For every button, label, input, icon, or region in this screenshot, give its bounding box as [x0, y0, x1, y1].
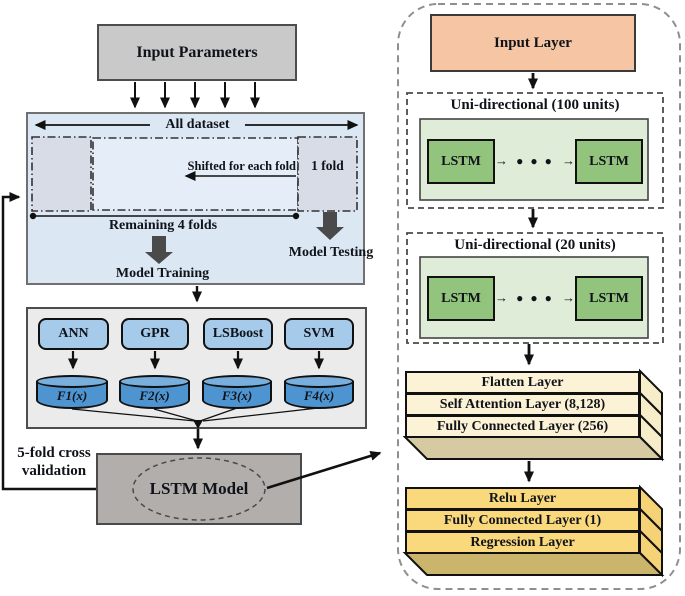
lstm-cell: LSTM: [427, 139, 495, 184]
function-cylinder-f1: F1(x): [36, 375, 108, 409]
input-arrows: [130, 82, 260, 109]
cylinder-top: [36, 375, 108, 388]
model-chip-svm: SVM: [284, 318, 354, 350]
chain-arrow-icon: →: [495, 153, 508, 168]
layer-bar-regression: Regression Layer: [405, 531, 640, 554]
one-fold-label: 1 fold: [311, 158, 344, 173]
layer-bar-self-attention: Self Attention Layer (8,128): [405, 393, 640, 416]
model-chip-gpr: GPR: [121, 318, 189, 350]
function-label-f3: F3(x): [221, 388, 253, 403]
input-parameters-label: Input Parameters: [136, 43, 258, 61]
all-dataset-label: All dataset: [150, 117, 245, 133]
remaining-folds-label: Remaining 4 folds: [108, 217, 218, 233]
function-label-f2: F2(x): [139, 388, 170, 403]
function-cylinder-f3: F3(x): [202, 375, 272, 409]
layer-bar-fully-connected-1: Fully Connected Layer (1): [405, 509, 640, 532]
lstm-chain: → ● ● ● →: [495, 151, 575, 171]
lstm-cell: LSTM: [575, 276, 643, 321]
uni-directional-20-title: Uni-directional (20 units): [454, 236, 616, 253]
lstm-chain: → ● ● ● →: [495, 288, 575, 308]
function-cylinder-f4: F4(x): [284, 375, 354, 409]
lstm-cell: LSTM: [427, 276, 495, 321]
chain-arrow-icon: →: [562, 153, 575, 168]
cylinder-top: [202, 375, 272, 388]
uni-directional-100-title: Uni-directional (100 units): [450, 96, 620, 113]
ellipsis-dots-icon: ● ● ●: [516, 153, 554, 168]
layer-bar-relu: Relu Layer: [405, 487, 640, 510]
function-label-f1: F1(x): [56, 388, 88, 403]
model-training-label: Model Training: [115, 265, 210, 281]
cylinder-top: [119, 375, 190, 388]
cylinder-top: [284, 375, 354, 388]
ellipsis-dots-icon: ● ● ●: [516, 290, 554, 305]
model-testing-label: Model Testing: [288, 244, 374, 260]
lstm-cell: LSTM: [575, 139, 643, 184]
function-label-f4: F4(x): [303, 388, 335, 403]
input-layer-box: Input Layer: [430, 14, 636, 72]
cross-validation-label: 5-fold cross validation: [8, 443, 100, 481]
model-chip-ann: ANN: [38, 318, 109, 350]
cross-validation-line1: 5-fold cross: [17, 445, 91, 461]
lstm-model-label: LSTM Model: [149, 479, 249, 498]
shifted-for-each-fold-label: Shifted for each fold: [187, 158, 296, 173]
chain-arrow-icon: →: [495, 290, 508, 305]
layer-bar-fully-connected-256: Fully Connected Layer (256): [405, 415, 640, 438]
cross-validation-line2: validation: [21, 463, 87, 479]
function-cylinder-f2: F2(x): [119, 375, 190, 409]
model-chip-lsboost: LSBoost: [203, 318, 273, 350]
chain-arrow-icon: →: [562, 290, 575, 305]
input-parameters-box: Input Parameters: [97, 24, 297, 81]
layer-bar-flatten: Flatten Layer: [405, 371, 640, 394]
